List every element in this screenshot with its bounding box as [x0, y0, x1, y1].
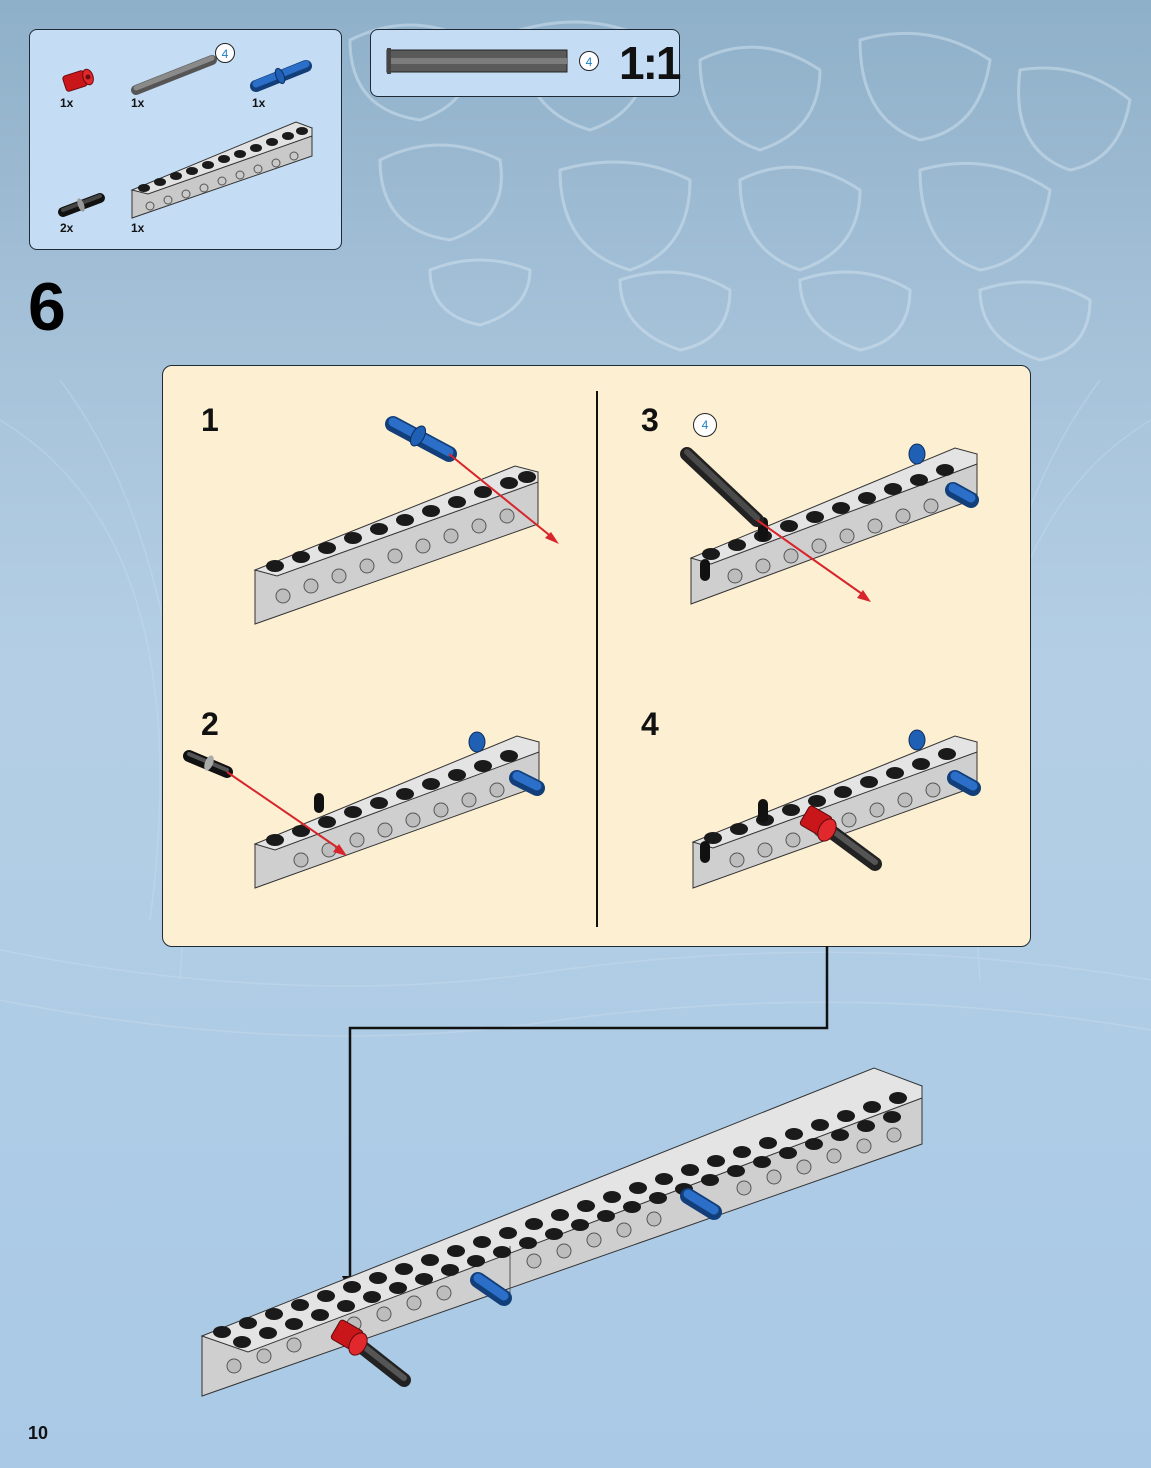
page-number: 10: [28, 1423, 48, 1444]
step-6-assembly-illustration: [198, 1060, 928, 1400]
